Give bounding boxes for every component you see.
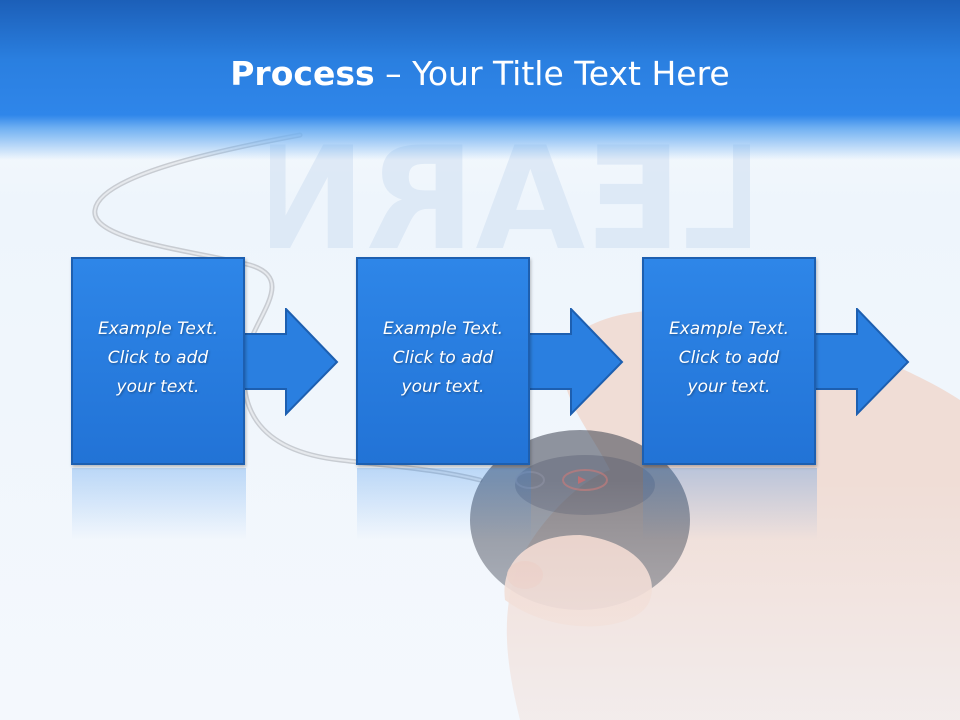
title-rest: – Your Title Text Here [374, 54, 730, 93]
step-text[interactable]: Example Text. Click to add your text. [668, 319, 790, 397]
step-3-reflection [643, 468, 817, 540]
step-text[interactable]: Example Text. Click to add your text. [382, 319, 504, 397]
arrow-right-icon [243, 308, 339, 416]
arrow-right-icon [814, 308, 910, 416]
title-bold: Process [230, 54, 375, 93]
slide-title[interactable]: Process – Your Title Text Here [0, 52, 960, 96]
step-text[interactable]: Example Text. Click to add your text. [97, 319, 219, 397]
step-box-2[interactable]: Example Text. Click to add your text. [356, 257, 530, 465]
step-2-reflection [357, 468, 531, 540]
step-box-1[interactable]: Example Text. Click to add your text. [71, 257, 245, 465]
arrow-right-icon [528, 308, 624, 416]
step-1-reflection [72, 468, 246, 540]
step-box-3[interactable]: Example Text. Click to add your text. [642, 257, 816, 465]
header-band [0, 0, 960, 160]
